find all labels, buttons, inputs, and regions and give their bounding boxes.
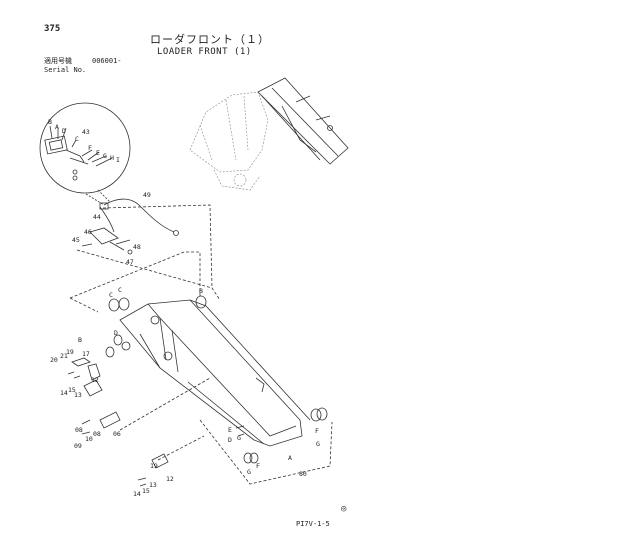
- callout-19b: 19: [150, 462, 158, 470]
- callout-F: F: [88, 144, 92, 152]
- callout-G-bottom: G: [247, 468, 251, 476]
- callout-21: 21: [60, 352, 68, 360]
- callout-F-lower: F: [256, 462, 260, 470]
- callout-43: 43: [82, 128, 90, 136]
- callout-C-left: C: [109, 291, 113, 299]
- callout-20: 20: [50, 356, 58, 364]
- callout-46: 46: [84, 228, 92, 236]
- callout-B: B: [48, 118, 52, 126]
- callout-48: 48: [133, 243, 141, 251]
- callout-H: H: [110, 154, 114, 162]
- callout-13b: 13: [149, 481, 157, 489]
- callout-F-right: F: [315, 427, 319, 435]
- main-boom-frame: [119, 299, 311, 447]
- machine-reference-sketch: [189, 91, 269, 191]
- callout-E-lower: E: [228, 426, 232, 434]
- catalog-mark: ◎: [341, 504, 347, 514]
- title-japanese: ローダフロント（１）: [150, 33, 270, 46]
- connector-box-detail: [44, 125, 113, 181]
- callout-17: 17: [82, 350, 90, 358]
- callout-19: 19: [66, 348, 74, 356]
- callout-15: 15: [68, 386, 76, 394]
- callout-A-frame: A: [288, 454, 292, 462]
- serial-value: 006001-: [92, 57, 122, 65]
- callout-80: 80: [299, 470, 307, 478]
- callout-G: G: [103, 152, 107, 160]
- title-english: LOADER FRONT (1): [157, 47, 252, 57]
- callout-C-right: C: [118, 286, 122, 294]
- serial-label-japanese: 適用号機: [44, 57, 72, 65]
- page-code: PI7V-1-5: [296, 520, 330, 528]
- callout-A: A: [55, 123, 59, 131]
- callout-I: I: [116, 156, 120, 164]
- callout-08: 08: [75, 426, 83, 434]
- callout-15b: 15: [142, 487, 150, 495]
- callout-06: 06: [113, 430, 121, 438]
- upper-boom-sketch: [257, 77, 349, 165]
- callout-45: 45: [72, 236, 80, 244]
- callout-09: 09: [74, 442, 82, 450]
- callout-B-left: B: [78, 336, 82, 344]
- serial-label-english: Serial No.: [44, 66, 87, 74]
- bolts-and-washers: [67, 357, 245, 487]
- page-number: 375: [44, 24, 61, 34]
- callout-D: D: [62, 127, 66, 135]
- callout-08b: 08: [93, 430, 101, 438]
- callout-47: 47: [126, 258, 134, 266]
- callout-12b: 12: [166, 475, 174, 483]
- callout-D-lower: D: [228, 436, 232, 444]
- callout-G-right: G: [316, 440, 320, 448]
- callout-B-top: B: [199, 287, 203, 295]
- callout-13: 13: [74, 391, 82, 399]
- callout-C: C: [75, 135, 79, 143]
- callout-10: 10: [85, 435, 93, 443]
- detail-magnifier: [39, 102, 131, 194]
- callout-D-frame: D: [114, 329, 118, 337]
- callout-E: E: [96, 149, 100, 157]
- callout-14b: 14: [133, 490, 141, 498]
- bushings-pins: [105, 295, 328, 464]
- wiring-harness: [81, 198, 179, 255]
- callout-labels: B A D 43 C F E G H I 49 44 46 45 48 47 C…: [48, 118, 320, 498]
- callout-14: 14: [60, 389, 68, 397]
- callout-49: 49: [143, 191, 151, 199]
- callout-12: 12: [91, 376, 99, 384]
- callout-G-lower: G: [237, 434, 241, 442]
- callout-44: 44: [93, 213, 101, 221]
